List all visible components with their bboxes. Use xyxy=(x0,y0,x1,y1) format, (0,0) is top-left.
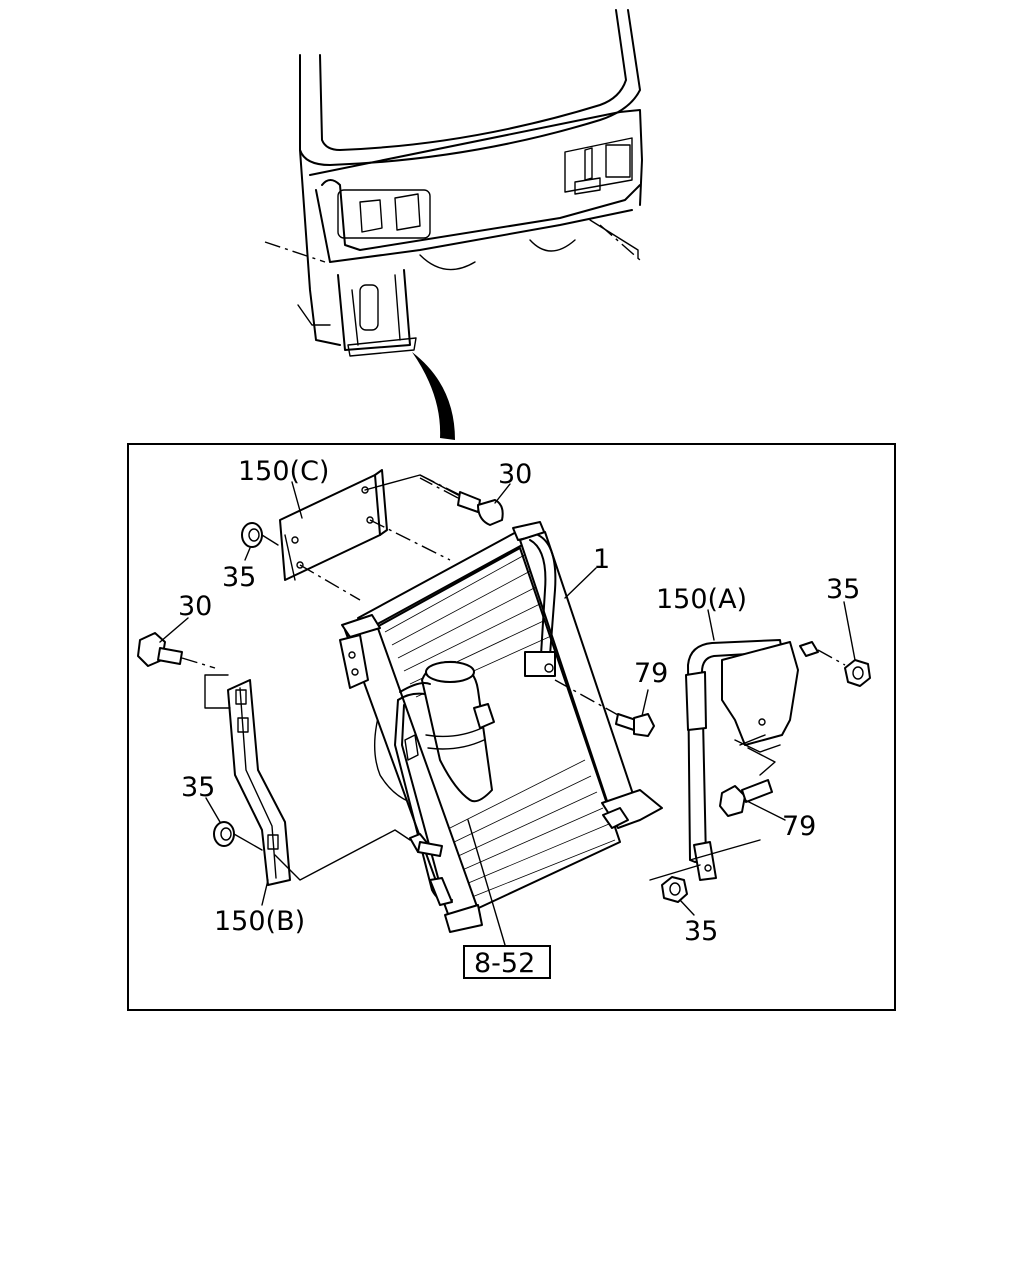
callout-labels: 150(C) 30 35 1 150(A) 35 30 79 35 79 150… xyxy=(178,456,860,947)
callout-35-topleft: 35 xyxy=(222,562,256,593)
nut-35-left xyxy=(213,821,263,851)
callout-30-left: 30 xyxy=(178,591,212,622)
callout-150a: 150(A) xyxy=(656,584,747,615)
reference-box-label: 8-52 xyxy=(474,948,535,979)
bolt-30-left xyxy=(137,632,216,669)
nut-35-topright xyxy=(799,641,871,687)
leader-lines xyxy=(159,481,856,946)
truck-cab-overview xyxy=(264,9,643,440)
bolt-79-mid xyxy=(554,679,655,737)
reference-box[interactable]: 8-52 xyxy=(463,945,551,979)
callout-35-bottom: 35 xyxy=(684,916,718,947)
callout-79-mid: 79 xyxy=(634,658,668,689)
bracket-150b xyxy=(204,674,411,886)
detail-frame xyxy=(127,443,896,1011)
bolt-lower-left xyxy=(409,833,443,857)
bolt-79-right xyxy=(719,779,773,817)
bracket-150a xyxy=(649,639,799,881)
callout-79-right: 79 xyxy=(782,811,816,842)
bolt-lower-right xyxy=(602,807,629,829)
callout-35-topright: 35 xyxy=(826,574,860,605)
callout-35-left: 35 xyxy=(181,772,215,803)
callout-1: 1 xyxy=(593,544,610,575)
nut-35-topleft xyxy=(241,522,279,548)
bracket-150c xyxy=(279,469,461,601)
nut-35-bottom xyxy=(661,876,688,903)
callout-150c: 150(C) xyxy=(238,456,329,487)
callout-30-top: 30 xyxy=(498,459,532,490)
callout-150b: 150(B) xyxy=(214,906,305,937)
bolt-30-top xyxy=(419,477,504,526)
condenser-assembly xyxy=(339,521,663,933)
receiver-drier xyxy=(394,660,495,906)
